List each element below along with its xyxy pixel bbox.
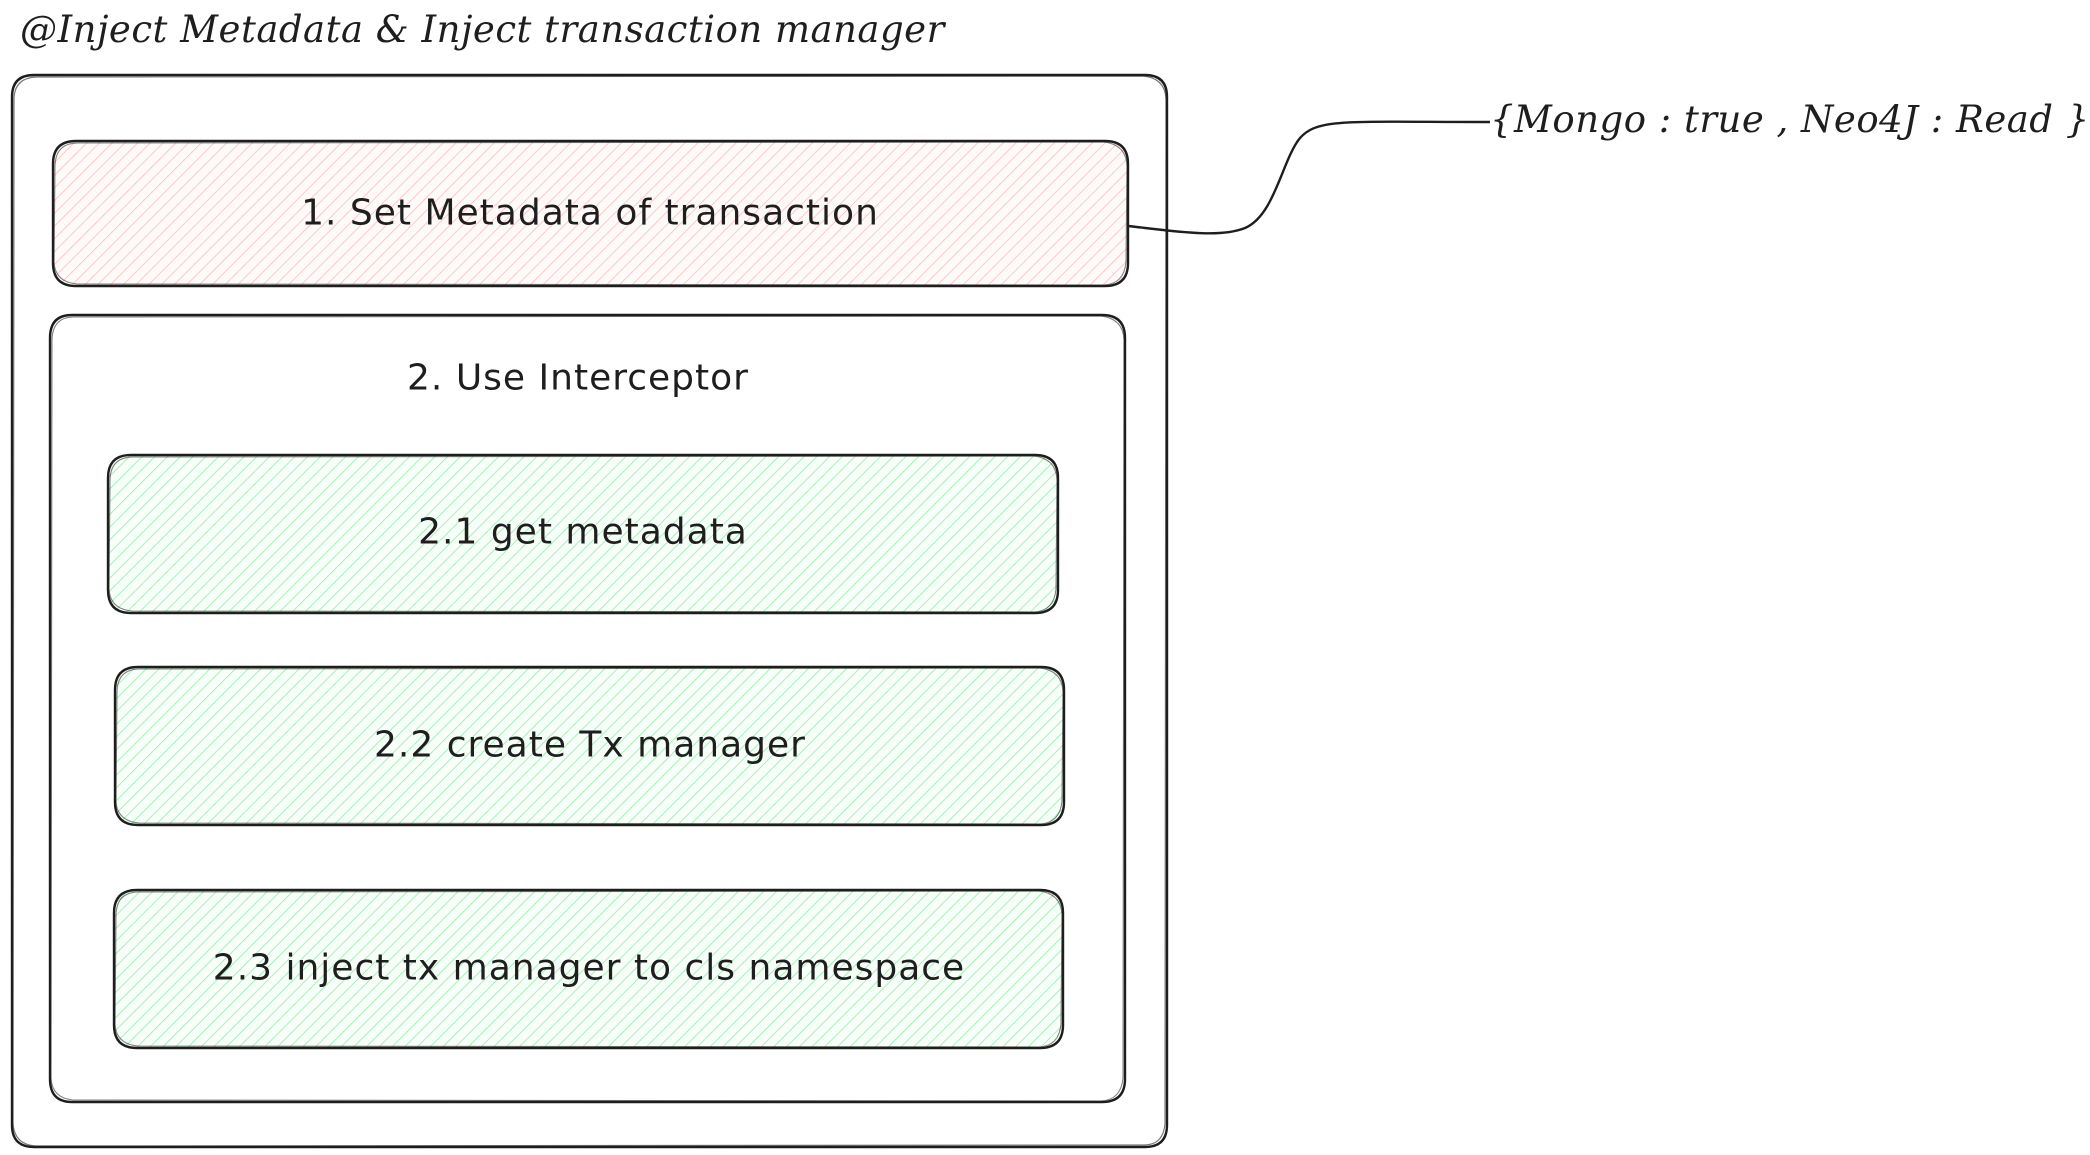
substep-2-2-label: 2.2 create Tx manager (374, 724, 806, 766)
substep-2-3-label: 2.3 inject tx manager to cls namespace (212, 947, 966, 989)
annotation-connector (1127, 120, 1491, 235)
substep-2-1-label: 2.1 get metadata (418, 511, 748, 553)
step1-label: 1. Set Metadata of transaction (301, 192, 879, 234)
substep-2-1-box (106, 453, 1060, 615)
outer-container (10, 73, 1169, 1149)
step1-box (51, 139, 1130, 288)
substep-2-3-box (112, 888, 1065, 1050)
substep-2-2-box (113, 665, 1066, 827)
diagram-title: @Inject Metadata & Inject transaction ma… (20, 8, 945, 51)
step2-container (48, 313, 1127, 1104)
step2-label: 2. Use Interceptor (407, 357, 749, 399)
metadata-annotation: {Mongo : true , Neo4J : Read } (1490, 98, 2090, 141)
